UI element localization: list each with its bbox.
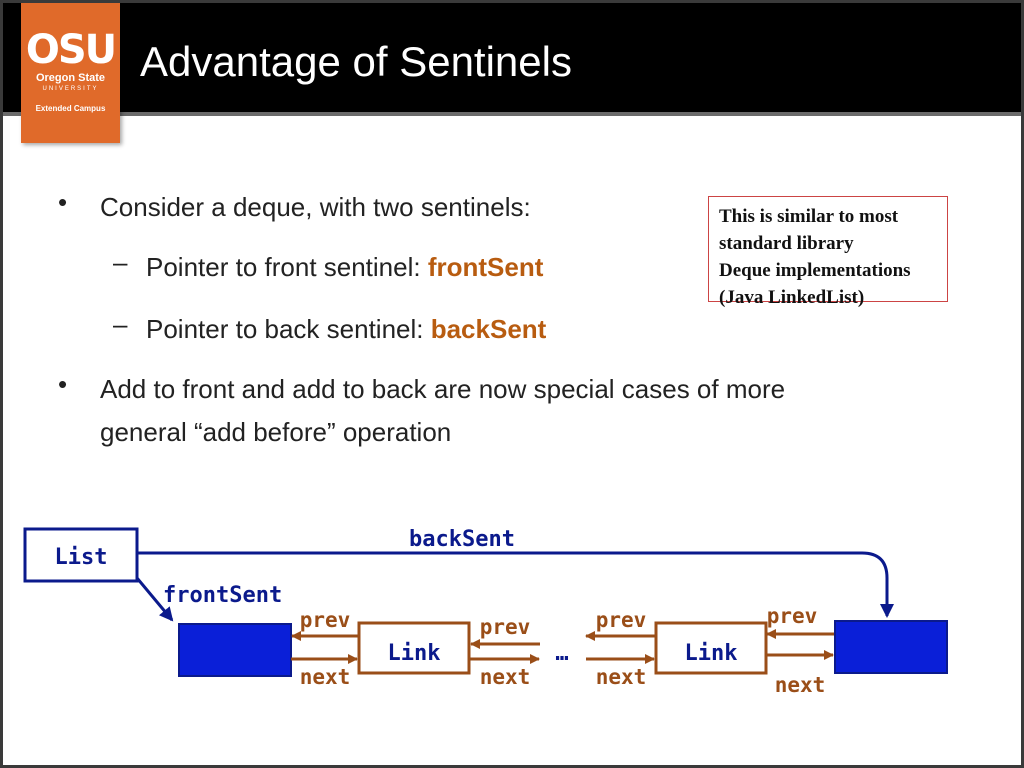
bullet-2-line-1: Add to front and add to back are now spe… xyxy=(100,374,786,404)
header-rule xyxy=(0,112,1024,116)
front-sent-highlight: frontSent xyxy=(427,252,544,282)
back-sent-label: backSent xyxy=(409,527,515,552)
logo-sub-text: Oregon State xyxy=(35,72,106,84)
bullet-marker: • xyxy=(58,187,68,217)
next-label-2: next xyxy=(480,665,531,689)
prev-label-1: prev xyxy=(300,608,351,632)
front-sentinel-node xyxy=(178,623,292,677)
osu-logo: OSU Oregon State UNIVERSITY Extended Cam… xyxy=(21,0,120,143)
prev-label-2: prev xyxy=(480,615,531,639)
bullet-marker: • xyxy=(58,369,68,399)
back-sent-pointer xyxy=(137,551,894,618)
prev-label-4: prev xyxy=(767,604,818,628)
note-line: This is similar to most xyxy=(719,206,899,227)
bullet-1: Consider a deque, with two sentinels: xyxy=(100,192,531,222)
logo-university-text: UNIVERSITY xyxy=(42,86,99,92)
list-box xyxy=(23,527,139,583)
front-sent-label: frontSent xyxy=(163,583,282,608)
link-node-1 xyxy=(357,621,471,675)
logo-main-text: OSU xyxy=(25,27,117,73)
front-sent-pointer xyxy=(135,577,174,622)
list-label: List xyxy=(55,545,108,570)
header-bar xyxy=(0,0,1024,112)
sub-bullet-back-text: Pointer to back sentinel: xyxy=(146,314,431,344)
ellipsis: … xyxy=(555,641,568,666)
sub-bullet-back: Pointer to back sentinel: backSent xyxy=(146,308,546,351)
bullet-list: • Consider a deque, with two sentinels: … xyxy=(58,187,786,447)
next-label-4: next xyxy=(775,673,826,697)
next-label-1: next xyxy=(300,665,351,689)
dash-marker: – xyxy=(113,247,128,277)
link-node-2 xyxy=(654,621,768,675)
note-box: This is similar to most standard library… xyxy=(708,196,948,308)
sub-bullet-front: Pointer to front sentinel: frontSent xyxy=(146,246,543,289)
sub-bullet-front-text: Pointer to front sentinel: xyxy=(146,252,428,282)
back-sentinel-node xyxy=(834,620,948,674)
logo-extended-text: Extended Campus xyxy=(35,104,106,113)
page-title: Advantage of Sentinels xyxy=(140,38,572,85)
link-node-1-label: Link xyxy=(388,641,441,666)
next-label-3: next xyxy=(596,665,647,689)
note-line: Deque implementations xyxy=(719,260,911,281)
prev-label-3: prev xyxy=(596,608,647,632)
bullet-2-line-2: general “add before” operation xyxy=(100,417,452,447)
note-line: standard library xyxy=(719,233,854,254)
back-sent-highlight: backSent xyxy=(430,314,547,344)
note-line: (Java LinkedList) xyxy=(719,287,865,308)
link-node-2-label: Link xyxy=(685,641,738,666)
dash-marker: – xyxy=(113,309,128,339)
